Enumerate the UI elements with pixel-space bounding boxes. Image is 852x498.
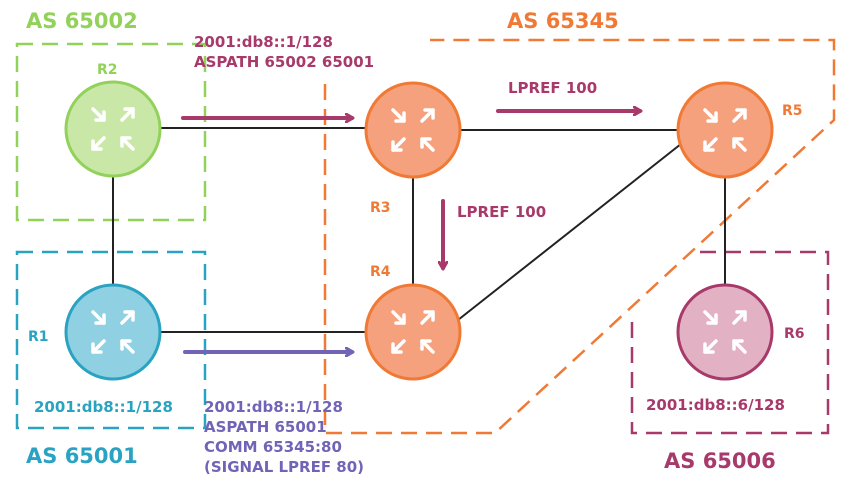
router-r1-name: R1 [28,329,49,345]
router-r6-name: R6 [784,326,805,342]
router-r3 [364,81,462,179]
router-r5-name: R5 [782,103,803,119]
router-r1-prefix: 2001:db8::1/128 [34,398,173,416]
router-r6 [676,283,774,381]
as65002-boundary [15,42,207,222]
router-r2-name: R2 [97,62,118,78]
r3-r4-lpref: LPREF 100 [457,203,546,221]
as65001-label: AS 65001 [26,444,138,468]
r2-r3-aspath: ASPATH 65002 65001 [194,53,374,71]
r1-r4-aspath: ASPATH 65001 [204,418,327,436]
r1-r4-prefix: 2001:db8::1/128 [204,398,343,416]
router-r1 [64,283,162,381]
r2-r3-prefix: 2001:db8::1/128 [194,33,333,51]
links [112,127,726,333]
as65006-label: AS 65006 [664,449,776,473]
router-r2 [64,80,162,178]
r1-r4-signal: (SIGNAL LPREF 80) [204,458,364,476]
link-r4-r5 [457,139,687,321]
router-r5 [676,81,774,179]
as65345-label: AS 65345 [507,9,619,33]
router-r4 [364,283,462,381]
router-r4-name: R4 [370,264,391,280]
router-r3-name: R3 [370,200,391,216]
as65006-boundary [630,250,830,435]
r3-r5-lpref: LPREF 100 [508,79,597,97]
as65002-label: AS 65002 [26,9,138,33]
as65001-boundary [15,250,207,430]
r1-r4-community: COMM 65345:80 [204,438,342,456]
router-r6-prefix: 2001:db8::6/128 [646,396,785,414]
as65345-boundary [323,38,836,435]
